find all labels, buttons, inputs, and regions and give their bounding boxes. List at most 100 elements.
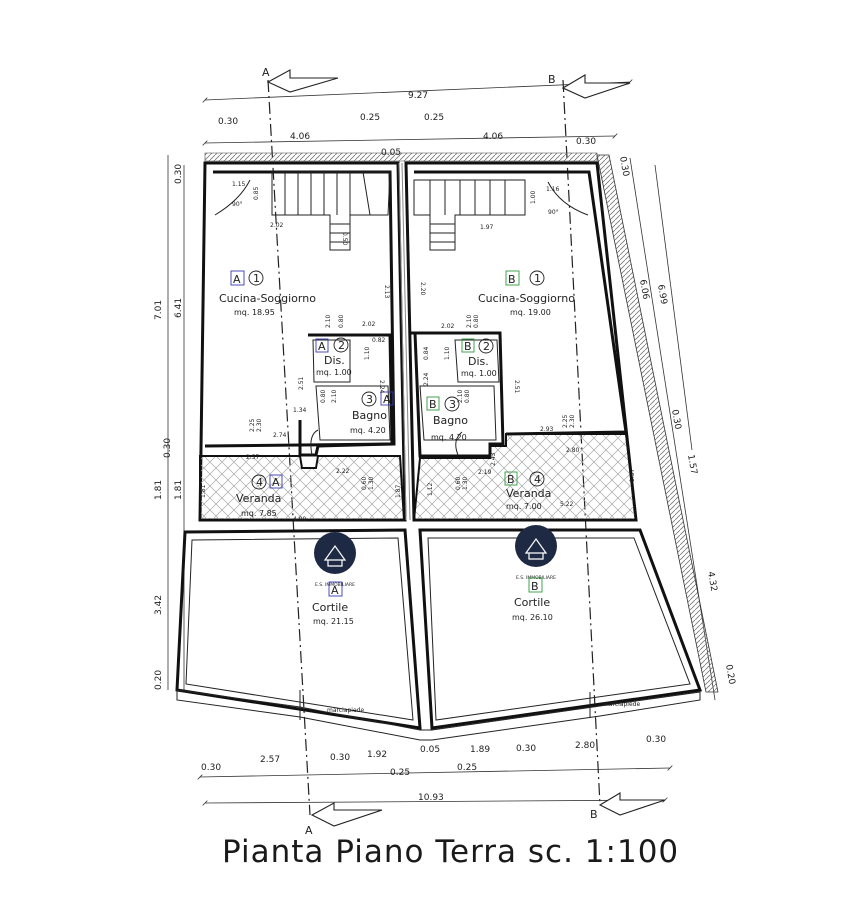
dim-top-total: 9.27 bbox=[408, 91, 428, 101]
section-b-bottom-label: B bbox=[590, 808, 598, 821]
dim-right-inner: 6.06 bbox=[637, 279, 650, 301]
unit-a-room4-number: 4 bbox=[256, 476, 263, 489]
dim-bottom-total: 10.93 bbox=[418, 793, 444, 803]
dim-a-18: 2.30 bbox=[256, 418, 263, 432]
left-dimensions: 0.30 7.01 6.41 0.30 1.81 1.81 3.42 0.20 bbox=[154, 164, 184, 690]
dim-b-8: 2.10 bbox=[466, 314, 473, 328]
dim-left-wall-mid: 0.30 bbox=[163, 438, 173, 458]
section-b-top-arrow bbox=[561, 74, 631, 99]
dim-bottom-g1: 0.25 bbox=[390, 768, 410, 778]
section-a-top-arrow bbox=[266, 69, 339, 93]
unit-a-room3-area: mq. 4.20 bbox=[350, 426, 386, 435]
dim-a-23: 1.30 bbox=[368, 476, 375, 490]
dim-a-6: 2.13 bbox=[383, 285, 390, 299]
unit-b-court-area: mq. 26.10 bbox=[512, 613, 553, 622]
unit-a-room3-number: 3 bbox=[366, 393, 373, 406]
dim-top-mid: 0.05 bbox=[381, 148, 401, 158]
dim-b-23: 1.12 bbox=[427, 482, 434, 496]
logo-b bbox=[515, 525, 557, 567]
unit-a-room1-letter: A bbox=[233, 273, 241, 286]
dim-top-right: 4.06 bbox=[483, 132, 503, 142]
dim-a-9: 2.02 bbox=[362, 321, 376, 328]
unit-b-room3-area: mq. 4.20 bbox=[431, 433, 467, 442]
dim-b-6: 2.02 bbox=[441, 323, 455, 330]
dim-a-26: 4.99 bbox=[293, 516, 307, 523]
dim-b-18: 2.80 bbox=[566, 447, 580, 454]
unit-a-room2-name: Dis. bbox=[324, 354, 345, 367]
dim-b-12: 0.80 bbox=[464, 389, 471, 403]
dim-bottom-d3: 0.30 bbox=[330, 753, 350, 763]
inner-dimensions-b: 1.16 1.00 90° 1.97 2.20 2.02 0.80 2.10 0… bbox=[419, 186, 636, 508]
section-a-bottom-label: A bbox=[305, 824, 313, 837]
dim-b-13: 2.24 bbox=[423, 372, 430, 386]
drawing-title: Pianta Piano Terra sc. 1:100 bbox=[222, 834, 679, 870]
unit-a-room3-name: Bagno bbox=[352, 409, 387, 422]
bottom-dimensions: 10.93 0.30 2.57 0.30 1.92 0.05 1.89 0.30… bbox=[201, 735, 666, 803]
dim-b-20: 2.19 bbox=[478, 469, 492, 476]
section-b-bottom-arrow bbox=[598, 792, 666, 816]
unit-b-room2-letter: B bbox=[464, 340, 472, 353]
unit-b-room1-number: 1 bbox=[534, 272, 541, 285]
dim-b-9: 0.84 bbox=[423, 346, 430, 360]
unit-a-room2-letter: A bbox=[318, 340, 326, 353]
dim-a-20: 2.57 bbox=[246, 454, 260, 461]
dim-right-outer: 6.99 bbox=[655, 284, 668, 306]
dim-a-24: 1.81 bbox=[200, 484, 207, 498]
dim-a-19: 2.74 bbox=[273, 432, 287, 439]
dim-b-1: 1.16 bbox=[546, 186, 560, 193]
dim-top-left: 4.06 bbox=[290, 132, 310, 142]
dim-b-7: 0.80 bbox=[473, 314, 480, 328]
dim-right-wall-top: 0.30 bbox=[617, 156, 630, 178]
dim-a-25: 1.87 bbox=[395, 484, 402, 498]
unit-a-court-letter: A bbox=[331, 584, 339, 597]
section-a-top-label: A bbox=[262, 66, 270, 79]
dim-b-11: 2.10 bbox=[457, 389, 464, 403]
dim-bottom-d2: 2.57 bbox=[260, 755, 280, 765]
dim-a-21: 2.22 bbox=[336, 468, 350, 475]
dim-bottom-d8: 2.80 bbox=[575, 741, 595, 751]
dim-b-2: 1.00 bbox=[530, 190, 537, 204]
section-a-bottom-arrow bbox=[310, 802, 383, 827]
unit-b-room4-area: mq. 7.00 bbox=[506, 502, 542, 511]
inner-dimensions-a: 1.15 0.85 90° 2.02 0.50 2.13 0.80 2.10 2… bbox=[200, 181, 402, 523]
section-b-top-label: B bbox=[548, 73, 556, 86]
dim-b-19: 2.43 bbox=[490, 452, 497, 466]
dim-top-gap-b: 0.25 bbox=[424, 113, 444, 123]
unit-a-room1-area: mq. 18.95 bbox=[234, 308, 275, 317]
dim-b-4: 1.97 bbox=[480, 224, 494, 231]
unit-a-room2-area: mq. 1.00 bbox=[316, 368, 352, 377]
logo-a bbox=[314, 532, 356, 574]
unit-a-room4-name: Veranda bbox=[236, 492, 281, 505]
dim-a-16: 1.34 bbox=[293, 407, 307, 414]
dim-b-3: 90° bbox=[548, 209, 559, 216]
dim-b-10: 1.10 bbox=[444, 346, 451, 360]
unit-b-room3-number: 3 bbox=[449, 398, 456, 411]
logo-a-caption: E.S. IMMOBILIARE bbox=[315, 582, 355, 588]
unit-b-room3-letter: B bbox=[429, 398, 437, 411]
sidewalk-a-label: marciapiede bbox=[327, 707, 364, 714]
dim-b-22: 1.30 bbox=[462, 476, 469, 490]
right-dimensions: 0.30 6.99 6.06 0.30 1.57 4.32 0.20 bbox=[617, 156, 736, 686]
section-cut-lines bbox=[266, 69, 666, 827]
dim-a-8: 2.10 bbox=[325, 314, 332, 328]
unit-b-room2-number: 2 bbox=[483, 340, 490, 353]
unit-a-labels: A 1 Cucina-Soggiorno mq. 18.95 A 2 Dis. … bbox=[219, 272, 391, 626]
unit-b-room4-letter: B bbox=[507, 473, 515, 486]
dim-left-ver-inner: 1.81 bbox=[174, 480, 184, 500]
dim-a-5: 0.50 bbox=[341, 232, 348, 246]
dim-top-wall-left: 0.30 bbox=[218, 117, 238, 127]
dim-b-25: 5.22 bbox=[560, 501, 574, 508]
unit-a-court-area: mq. 21.15 bbox=[313, 617, 354, 626]
dim-a-11: 1.10 bbox=[364, 346, 371, 360]
dim-bottom-d9: 0.30 bbox=[646, 735, 666, 745]
unit-b-labels: B 1 Cucina-Soggiorno mq. 19.00 B 2 Dis. … bbox=[429, 272, 575, 622]
unit-a-room1-number: 1 bbox=[253, 272, 260, 285]
dim-bottom-g2: 0.25 bbox=[457, 763, 477, 773]
unit-b-room1-letter: B bbox=[508, 273, 516, 286]
dim-a-7: 0.80 bbox=[338, 314, 345, 328]
dim-a-13: 0.80 bbox=[320, 389, 327, 403]
dim-bottom-d4: 1.92 bbox=[367, 750, 387, 760]
dim-right-ver: 1.57 bbox=[685, 454, 698, 475]
unit-b-room2-name: Dis. bbox=[468, 355, 489, 368]
